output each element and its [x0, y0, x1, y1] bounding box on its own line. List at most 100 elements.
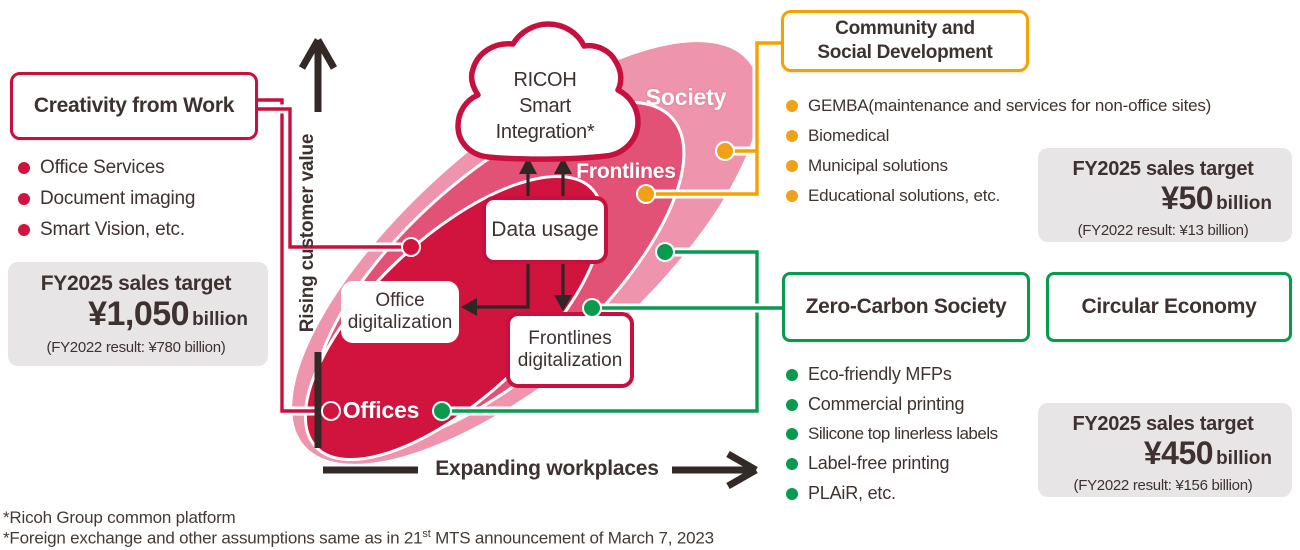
data-flow-arrows — [461, 157, 572, 316]
creativity-bullet-list: Office Services Document imaging Smart V… — [18, 157, 195, 250]
list-item: Document imaging — [18, 188, 195, 210]
frontlines-digitalization-line2: digitalization — [517, 350, 623, 371]
sales-target-amount: ¥450 — [1143, 435, 1214, 471]
green-bullet-icon — [786, 428, 798, 440]
frontlines-digitalization-line1: Frontlines — [528, 328, 612, 349]
orange-endpoint-dot-frontlines — [638, 186, 654, 202]
zero-carbon-society-box: Zero-Carbon Society — [782, 272, 1030, 342]
orange-endpoint-dot-society-edge — [717, 143, 733, 159]
list-item-label: Label-free printing — [808, 453, 950, 473]
circular-economy-title: Circular Economy — [1081, 295, 1257, 318]
list-item: Educational solutions, etc. — [786, 186, 1211, 206]
list-item: GEMBA(maintenance and services for non-o… — [786, 96, 1211, 116]
green-endpoint-dot-offices — [434, 403, 450, 419]
offices-label: Offices — [342, 397, 420, 423]
red-bullet-icon — [18, 224, 30, 236]
list-item-label: Document imaging — [40, 188, 196, 209]
footnote-line2-sup: st — [422, 528, 431, 540]
green-bullet-icon — [786, 457, 798, 470]
sales-result-label: (FY2022 result: ¥156 billion) — [1073, 477, 1253, 494]
footnote-line2-pre: *Foreign exchange and other assumptions … — [3, 528, 423, 548]
cloud-line-2: Smart — [519, 95, 571, 117]
list-item: PLAiR, etc. — [786, 483, 998, 504]
list-item-label: Municipal solutions — [808, 156, 948, 175]
list-item: Commercial printing — [786, 394, 998, 415]
list-item-label: Educational solutions, etc. — [808, 186, 1001, 205]
red-bullet-icon — [18, 162, 30, 174]
green-endpoint-dot-frontlines-dig — [584, 300, 600, 316]
sales-target-unit: billion — [1216, 193, 1272, 214]
green-connector-lines — [442, 247, 782, 416]
list-item: Label-free printing — [786, 453, 998, 474]
footnote-line-2: *Foreign exchange and other assumptions … — [3, 528, 714, 549]
community-bullet-list: GEMBA(maintenance and services for non-o… — [786, 96, 1211, 215]
frontlines-label: Frontlines — [576, 160, 676, 183]
sales-target-label: FY2025 sales target — [1072, 413, 1254, 435]
cloud-line-3: Integration* — [495, 121, 595, 143]
list-item: Silicone top linerless labels — [786, 424, 998, 444]
list-item-label: Office Services — [40, 157, 165, 178]
office-digitalization-line2: digitalization — [347, 312, 453, 333]
creativity-from-work-title: Creativity from Work — [33, 94, 235, 117]
red-endpoint-dot-frontlines-edge — [403, 239, 419, 255]
ricoh-cloud-shape — [455, 21, 641, 162]
community-title: Community and Social Development — [817, 17, 992, 65]
sustainability-bullet-list: Eco-friendly MFPs Commercial printing Si… — [786, 364, 998, 513]
sales-target-unit: billion — [192, 309, 248, 330]
community-title-line1: Community and — [835, 18, 975, 39]
society-label: Society — [645, 84, 727, 110]
list-item: Municipal solutions — [786, 156, 1211, 176]
sales-target-amount: ¥50 — [1161, 180, 1214, 216]
cloud-line-1: RICOH — [513, 69, 577, 91]
list-item: Smart Vision, etc. — [18, 219, 195, 241]
circular-economy-box: Circular Economy — [1046, 272, 1292, 342]
red-connector-lines — [258, 95, 411, 416]
green-bullet-icon — [786, 487, 798, 500]
list-item-label: GEMBA(maintenance and services for non-o… — [808, 96, 1212, 115]
sales-target-label: FY2025 sales target — [40, 272, 232, 295]
orange-bullet-icon — [786, 130, 798, 142]
orange-bullet-icon — [786, 160, 798, 172]
sales-result-label: (FY2022 result: ¥13 billion) — [1077, 222, 1249, 239]
list-item: Eco-friendly MFPs — [786, 364, 998, 385]
ricoh-cloud-text: RICOH Smart Integration* — [465, 67, 625, 145]
green-endpoint-dot-society-edge — [657, 244, 673, 260]
list-item: Office Services — [18, 157, 195, 179]
data-usage-label: Data usage — [491, 218, 599, 241]
list-item-label: Commercial printing — [808, 394, 965, 414]
footnote-line-1: *Ricoh Group common platform — [3, 508, 236, 527]
rising-customer-value-label: Rising customer value — [297, 133, 318, 333]
footnote-line2-post: MTS announcement of March 7, 2023 — [430, 528, 714, 548]
creativity-from-work-box: Creativity from Work — [10, 72, 258, 140]
sales-target-label: FY2025 sales target — [1072, 158, 1254, 180]
orange-bullet-icon — [786, 190, 798, 202]
red-endpoint-dot-offices — [323, 403, 339, 419]
list-item-label: Biomedical — [808, 126, 890, 145]
sales-target-unit: billion — [1216, 448, 1272, 469]
list-item-label: Smart Vision, etc. — [40, 219, 185, 240]
data-usage-box: Data usage — [482, 196, 608, 264]
list-item-label: PLAiR, etc. — [808, 483, 896, 503]
zero-carbon-title: Zero-Carbon Society — [805, 295, 1007, 318]
community-social-development-box: Community and Social Development — [781, 10, 1029, 72]
green-bullet-icon — [786, 368, 798, 381]
office-digitalization-box: Office digitalization — [341, 281, 459, 343]
red-bullet-icon — [18, 193, 30, 205]
expanding-workplaces-arrow — [323, 450, 758, 490]
sales-result-label: (FY2022 result: ¥780 billion) — [46, 339, 226, 356]
list-item: Biomedical — [786, 126, 1211, 146]
sales-target-amount: ¥1,050 — [88, 295, 190, 333]
office-digitalization-line1: Office — [375, 290, 425, 311]
community-title-line2: Social Development — [817, 42, 993, 63]
list-item-label: Eco-friendly MFPs — [808, 364, 952, 384]
orange-bullet-icon — [786, 100, 798, 112]
expanding-workplaces-label: Expanding workplaces — [435, 457, 659, 480]
rising-customer-value-arrow — [298, 38, 338, 448]
